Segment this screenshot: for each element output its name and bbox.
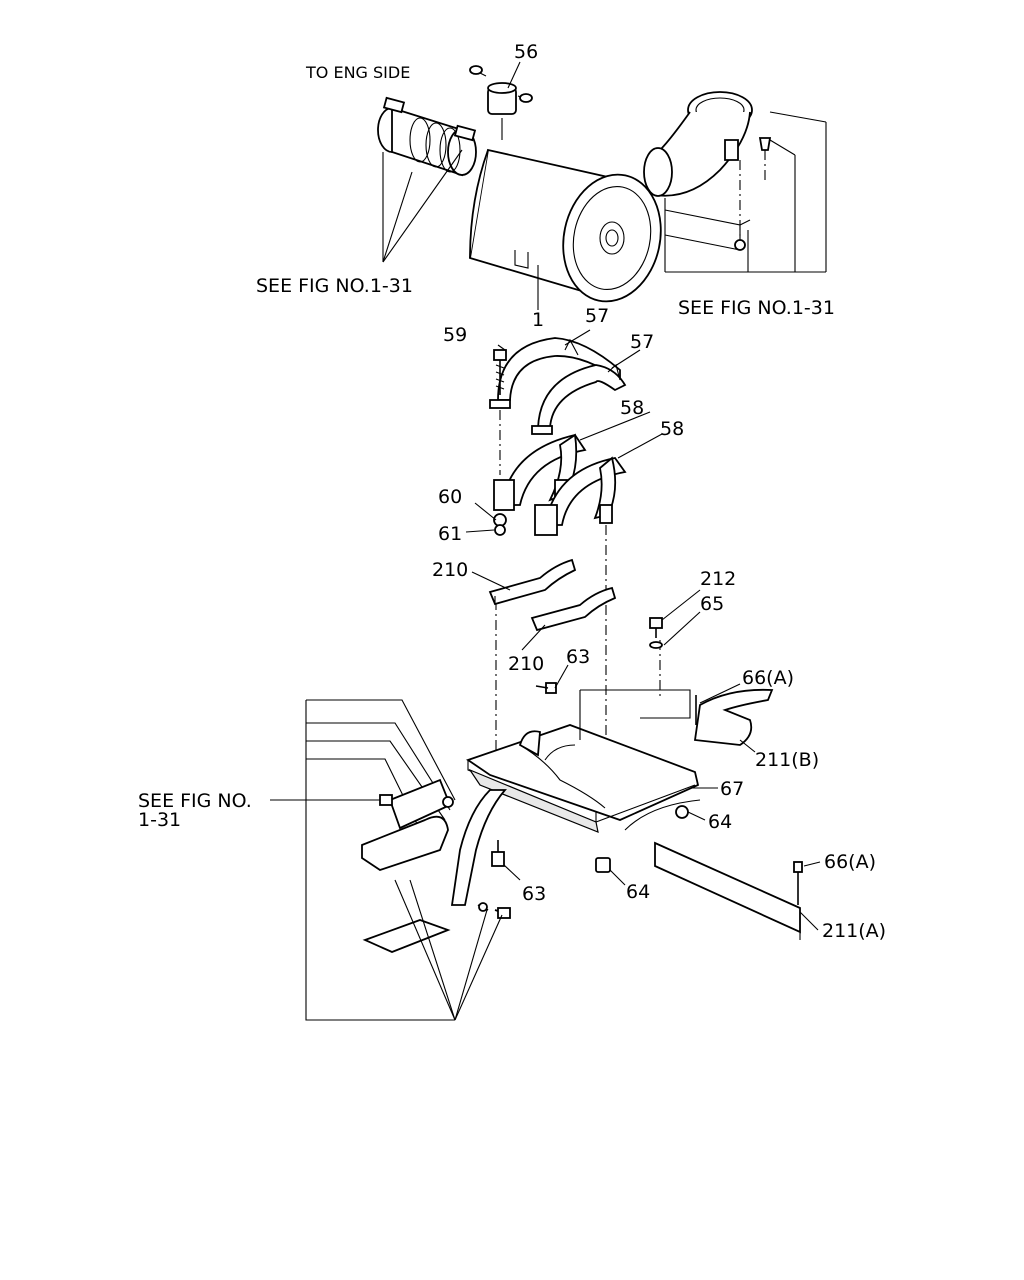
bracket-assembly-left: [305, 699, 511, 1021]
strap-57-lower: [531, 364, 627, 435]
callout-211a: 211(A): [822, 920, 886, 942]
bolt-59: [493, 349, 507, 395]
air-cleaner-body: [468, 148, 662, 303]
callout-60: 60: [438, 486, 462, 508]
to-eng-side-label: TO ENG SIDE: [305, 63, 410, 82]
bolt-63-lower: [491, 840, 505, 867]
callout-58-a: 58: [620, 397, 644, 419]
callout-57-b: 57: [630, 331, 654, 353]
intake-hose-left: [377, 96, 477, 177]
callout-66a-lower: 66(A): [824, 851, 876, 873]
strap-58-lower: [534, 456, 627, 536]
callout-210-b: 210: [508, 653, 544, 675]
service-indicator: [469, 65, 533, 140]
plate-211a: [654, 841, 803, 940]
callout-65: 65: [700, 593, 724, 615]
callout-1: 1: [532, 309, 544, 331]
washer-nut-60-61: [493, 513, 507, 536]
nut-64-b: [595, 857, 611, 873]
see-fig-label-bottom-line2: 1-31: [138, 809, 181, 831]
callout-63-upper: 63: [566, 646, 590, 668]
callout-leaders: [270, 61, 821, 931]
see-fig-label-top-right: SEE FIG NO.1-31: [678, 297, 835, 319]
leaders-top: [382, 111, 827, 310]
bolt-63-upper: [535, 682, 557, 694]
callout-67: 67: [720, 778, 744, 800]
callout-57-a: 57: [585, 305, 609, 327]
callout-61: 61: [438, 523, 462, 545]
callout-64-b: 64: [626, 881, 650, 903]
callout-56: 56: [514, 41, 538, 63]
spacer-210-lower: [530, 586, 617, 632]
callout-63-lower: 63: [522, 883, 546, 905]
see-fig-label-bottom-line1: SEE FIG NO.: [138, 790, 252, 812]
callout-66a-upper: 66(A): [742, 667, 794, 689]
callout-59: 59: [443, 324, 467, 346]
spacer-210-upper: [488, 558, 577, 606]
intake-elbow-right: [643, 91, 772, 251]
callout-210-a: 210: [432, 559, 468, 581]
callout-58-b: 58: [660, 418, 684, 440]
see-fig-label-top-left: SEE FIG NO.1-31: [256, 275, 413, 297]
bolt-212: [649, 617, 663, 649]
strap-57-upper: [489, 337, 621, 409]
mounting-tray-67: [466, 689, 701, 833]
callout-211b: 211(B): [755, 749, 819, 771]
nut-64-a: [675, 805, 689, 819]
plate-211b: [693, 688, 774, 746]
callout-64-a: 64: [708, 811, 732, 833]
callout-212: 212: [700, 568, 736, 590]
